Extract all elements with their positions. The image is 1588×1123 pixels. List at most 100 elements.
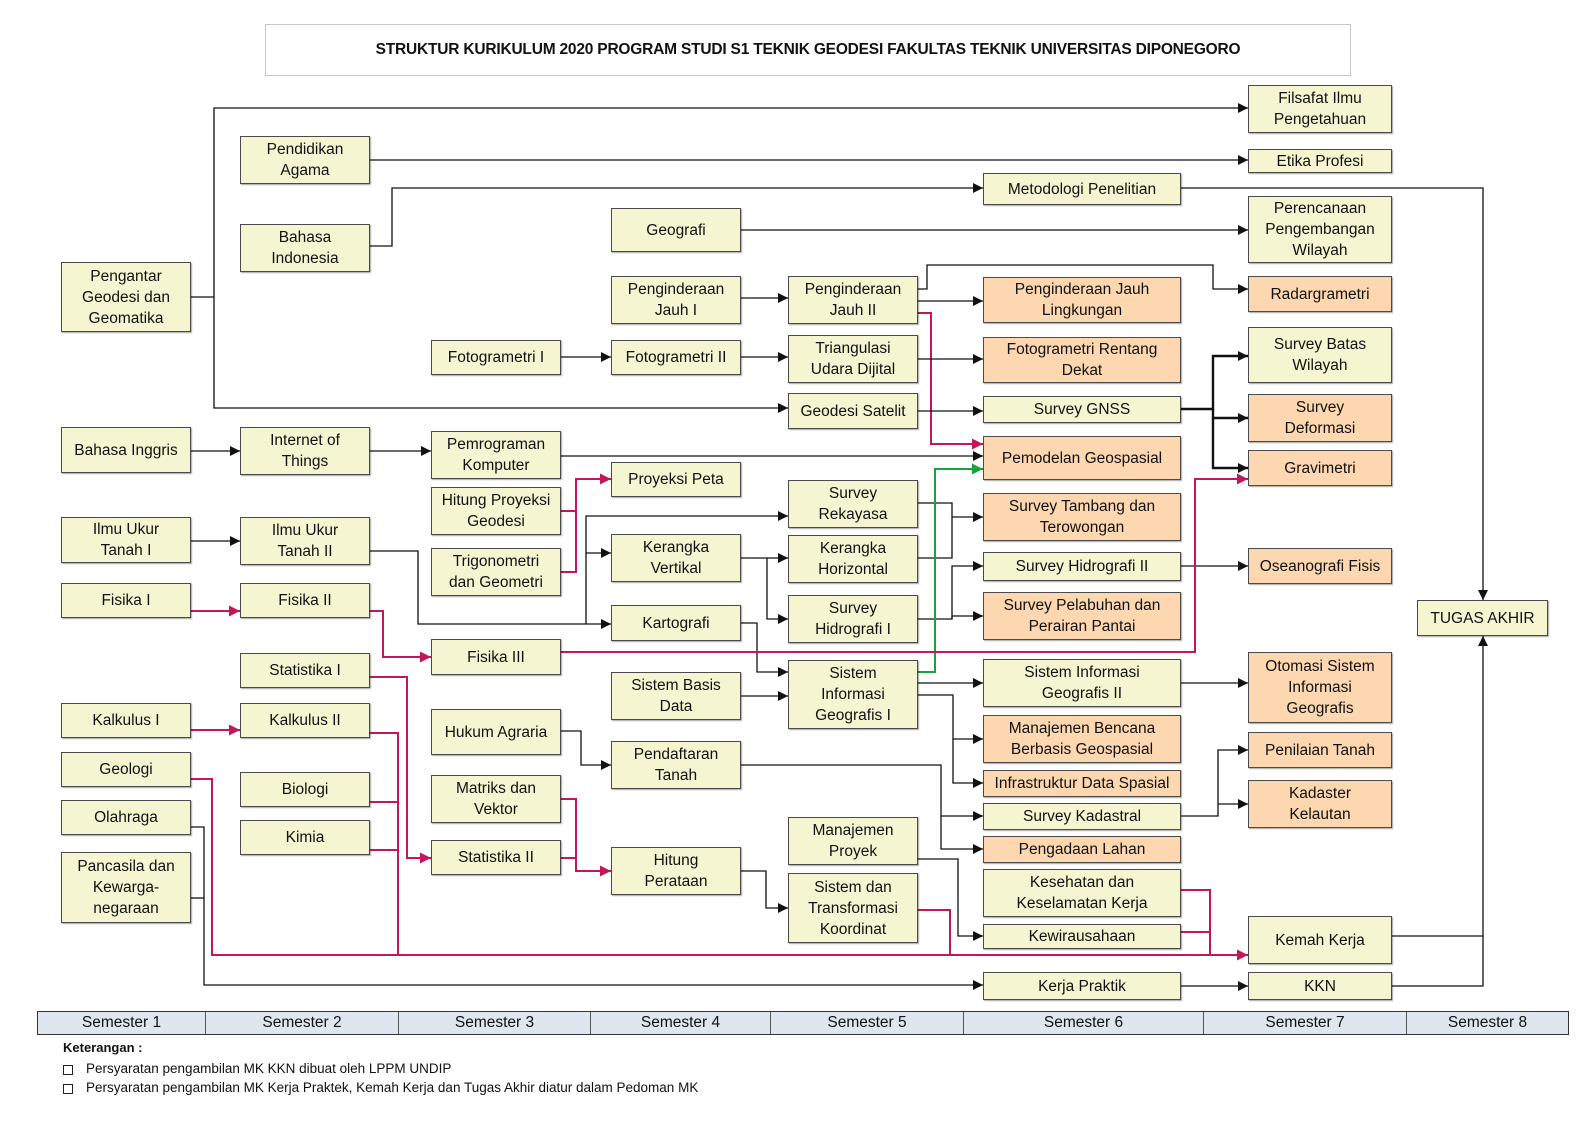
course-pengadaan-lahan[interactable]: Pengadaan Lahan	[983, 836, 1181, 863]
course-sig-1[interactable]: Sistem Informasi Geografis I	[788, 660, 918, 729]
prerequisite-connector	[370, 610, 431, 663]
prerequisite-connector	[940, 816, 983, 854]
course-gravimetri[interactable]: Gravimetri	[1248, 450, 1392, 486]
course-k3[interactable]: Kesehatan dan Keselamatan Kerja	[983, 869, 1181, 917]
course-infrastruktur-data-spasial[interactable]: Infrastruktur Data Spasial	[983, 770, 1181, 797]
course-fotogrametri-rentang-dekat[interactable]: Fotogrametri Rentang Dekat	[983, 337, 1181, 383]
course-ilmu-ukur-tanah-2[interactable]: Ilmu Ukur Tanah II	[240, 517, 370, 565]
semester-cell: Semester 6	[964, 1012, 1204, 1034]
course-bahasa-indonesia[interactable]: Bahasa Indonesia	[240, 224, 370, 272]
course-proyeksi-peta[interactable]: Proyeksi Peta	[611, 462, 741, 497]
course-hitung-perataan[interactable]: Hitung Perataan	[611, 847, 741, 895]
prerequisite-connector	[561, 730, 611, 770]
semester-cell: Semester 8	[1447, 1014, 1528, 1031]
course-olahraga[interactable]: Olahraga	[61, 800, 191, 835]
course-survey-rekayasa[interactable]: Survey Rekayasa	[788, 480, 918, 528]
prerequisite-connector	[1211, 418, 1248, 473]
course-biologi[interactable]: Biologi	[240, 772, 370, 807]
prerequisite-connector	[370, 676, 431, 864]
course-fisika-3[interactable]: Fisika III	[431, 639, 561, 675]
course-survey-gnss[interactable]: Survey GNSS	[983, 396, 1181, 423]
semester-cell: Semester 1	[38, 1012, 206, 1034]
course-kerangka-vertikal[interactable]: Kerangka Vertikal	[611, 534, 741, 582]
note-text: Persyaratan pengambilan MK KKN dibuat ol…	[86, 1061, 452, 1076]
course-bahasa-inggris[interactable]: Bahasa Inggris	[61, 427, 191, 473]
prerequisite-connector	[918, 502, 983, 522]
course-metodologi-penelitian[interactable]: Metodologi Penelitian	[983, 173, 1181, 205]
prerequisite-connector	[918, 694, 983, 744]
course-penilaian-tanah[interactable]: Penilaian Tanah	[1248, 732, 1392, 768]
prerequisite-connector	[918, 517, 953, 559]
semester-cell: Semester 2	[206, 1012, 399, 1034]
course-internet-of-things[interactable]: Internet of Things	[240, 427, 370, 475]
course-filsafat-ilmu[interactable]: Filsafat Ilmu Pengetahuan	[1248, 85, 1392, 133]
course-trigonometri[interactable]: Trigonometri dan Geometri	[431, 548, 561, 596]
course-pengantar-geodesi[interactable]: Pengantar Geodesi dan Geomatika	[61, 262, 191, 332]
prerequisite-connector	[766, 558, 788, 624]
course-kerja-praktik[interactable]: Kerja Praktik	[983, 972, 1181, 1000]
course-pemrograman-komputer[interactable]: Pemrograman Komputer	[431, 431, 561, 479]
course-kkn[interactable]: KKN	[1248, 972, 1392, 1000]
course-penginderaan-jauh-2[interactable]: Penginderaan Jauh II	[788, 276, 918, 324]
prerequisite-connector	[561, 857, 611, 877]
course-kimia[interactable]: Kimia	[240, 820, 370, 855]
course-kalkulus-2[interactable]: Kalkulus II	[240, 703, 370, 738]
prerequisite-connector	[952, 739, 983, 788]
course-survey-hidrografi-2[interactable]: Survey Hidrografi II	[983, 552, 1181, 581]
course-sistem-transformasi-koordinat[interactable]: Sistem dan Transformasi Koordinat	[788, 873, 918, 943]
prerequisite-connector	[918, 463, 983, 673]
course-fotogrametri-1[interactable]: Fotogrametri I	[431, 340, 561, 375]
course-pendidikan-agama[interactable]: Pendidikan Agama	[240, 136, 370, 184]
course-oseanografi-fisis[interactable]: Oseanografi Fisis	[1248, 548, 1392, 584]
prerequisite-connector	[1181, 351, 1248, 411]
semester-cell: Semester 3	[399, 1012, 591, 1034]
note-text: Persyaratan pengambilan MK Kerja Praktek…	[86, 1080, 699, 1095]
course-geodesi-satelit[interactable]: Geodesi Satelit	[788, 393, 918, 429]
course-manajemen-bencana[interactable]: Manajemen Bencana Berbasis Geospasial	[983, 715, 1181, 763]
prerequisite-connector	[918, 909, 951, 955]
course-kalkulus-1[interactable]: Kalkulus I	[61, 703, 191, 738]
course-radargrametri[interactable]: Radargrametri	[1248, 276, 1392, 312]
course-survey-batas-wilayah[interactable]: Survey Batas Wilayah	[1248, 327, 1392, 383]
course-fisika-2[interactable]: Fisika II	[240, 583, 370, 618]
course-otomasi-sig[interactable]: Otomasi Sistem Informasi Geografis	[1248, 652, 1392, 723]
course-pemodelan-geospasial[interactable]: Pemodelan Geospasial	[983, 436, 1181, 480]
course-pj-lingkungan[interactable]: Penginderaan Jauh Lingkungan	[983, 277, 1181, 323]
prerequisite-connector	[1392, 636, 1488, 937]
semester-cell: Semester 5	[771, 1012, 964, 1034]
course-geografi[interactable]: Geografi	[611, 208, 741, 252]
prerequisite-connector	[918, 312, 983, 450]
course-kadaster-kelautan[interactable]: Kadaster Kelautan	[1248, 780, 1392, 828]
course-kewirausahaan[interactable]: Kewirausahaan	[983, 924, 1181, 949]
course-sistem-basis-data[interactable]: Sistem Basis Data	[611, 672, 741, 720]
course-hukum-agraria[interactable]: Hukum Agraria	[431, 709, 561, 755]
course-survey-deformasi[interactable]: Survey Deformasi	[1248, 394, 1392, 442]
course-hitung-proyeksi-geodesi[interactable]: Hitung Proyeksi Geodesi	[431, 487, 561, 535]
semester-cell: Semester 7	[1204, 1012, 1407, 1034]
course-survey-kadastral[interactable]: Survey Kadastral	[983, 803, 1181, 830]
course-geologi[interactable]: Geologi	[61, 752, 191, 787]
course-pancasila[interactable]: Pancasila dan Kewarga- negaraan	[61, 852, 191, 923]
course-kemah-kerja[interactable]: Kemah Kerja	[1248, 916, 1392, 964]
course-penginderaan-jauh-1[interactable]: Penginderaan Jauh I	[611, 276, 741, 324]
course-kartografi[interactable]: Kartografi	[611, 605, 741, 641]
course-statistika-1[interactable]: Statistika I	[240, 653, 370, 688]
course-fisika-1[interactable]: Fisika I	[61, 583, 191, 618]
course-triangulasi-udara[interactable]: Triangulasi Udara Dijital	[788, 335, 918, 383]
course-kerangka-horizontal[interactable]: Kerangka Horizontal	[788, 535, 918, 583]
course-survey-tambang[interactable]: Survey Tambang dan Terowongan	[983, 493, 1181, 541]
course-ilmu-ukur-tanah-1[interactable]: Ilmu Ukur Tanah I	[61, 517, 191, 563]
course-matriks-vektor[interactable]: Matriks dan Vektor	[431, 775, 561, 823]
note-item: Persyaratan pengambilan MK Kerja Praktek…	[63, 1078, 698, 1097]
course-tugas-akhir[interactable]: TUGAS AKHIR	[1417, 600, 1548, 636]
course-perencanaan-wilayah[interactable]: Perencanaan Pengembangan Wilayah	[1248, 196, 1392, 263]
course-sig-2[interactable]: Sistem Informasi Geografis II	[983, 659, 1181, 707]
course-survey-pelabuhan[interactable]: Survey Pelabuhan dan Perairan Pantai	[983, 592, 1181, 640]
prerequisite-connector	[561, 478, 611, 573]
course-survey-hidrografi-1[interactable]: Survey Hidrografi I	[788, 595, 918, 643]
course-etika-profesi[interactable]: Etika Profesi	[1248, 149, 1392, 173]
course-fotogrametri-2[interactable]: Fotogrametri II	[611, 340, 741, 375]
course-statistika-2[interactable]: Statistika II	[431, 840, 561, 875]
course-manajemen-proyek[interactable]: Manajemen Proyek	[788, 817, 918, 865]
course-pendaftaran-tanah[interactable]: Pendaftaran Tanah	[611, 741, 741, 789]
